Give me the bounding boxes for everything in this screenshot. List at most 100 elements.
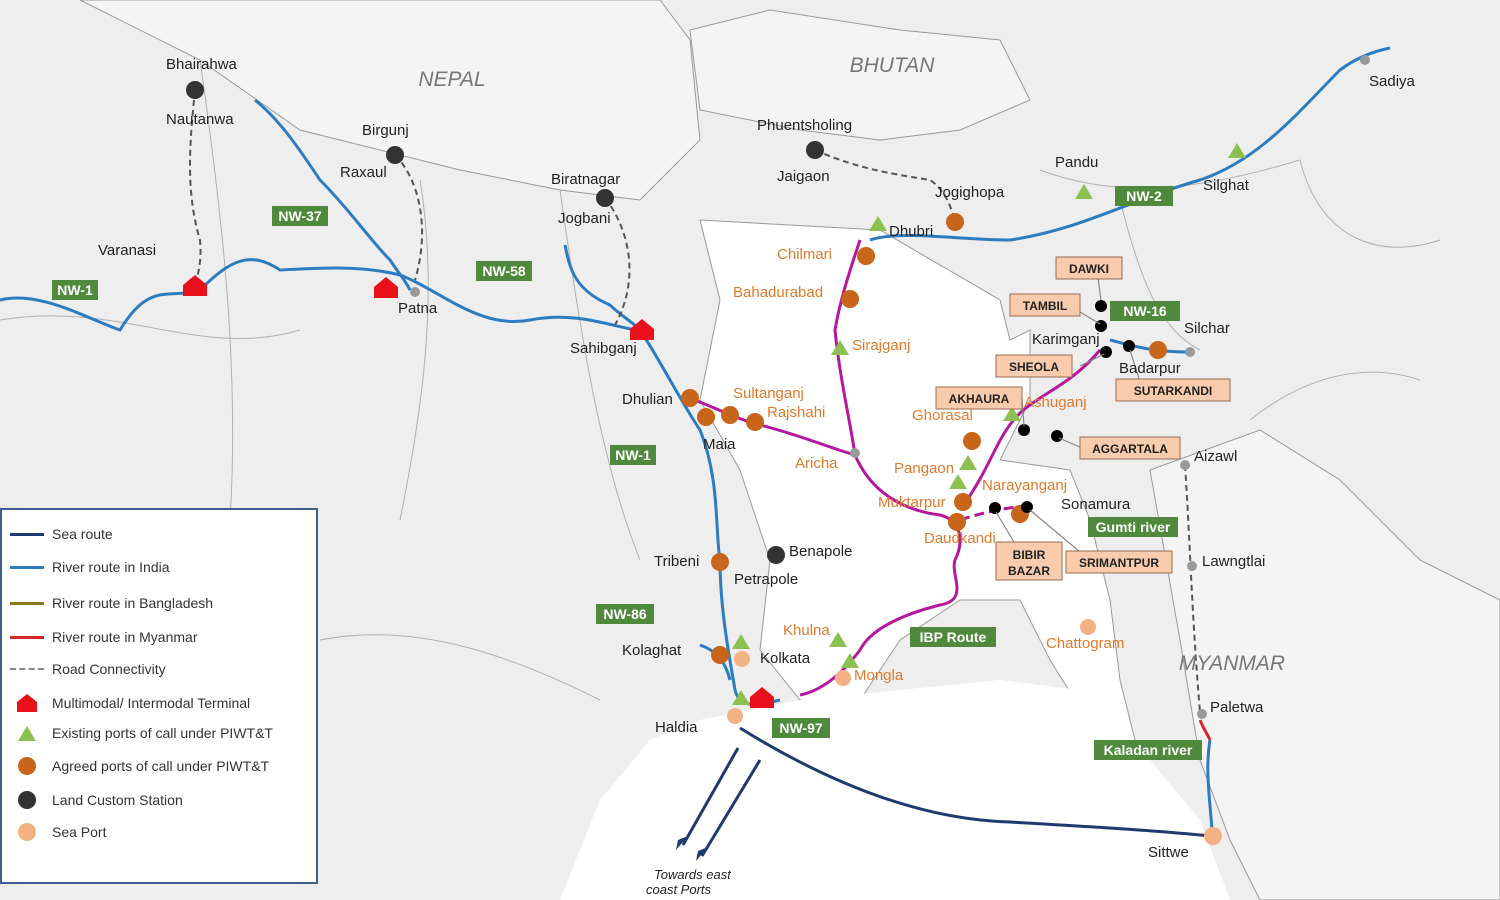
road-aizawl-paletwa <box>1184 464 1201 713</box>
nw-label-text: NW-37 <box>278 208 321 224</box>
legend-label: Land Custom Station <box>52 792 183 808</box>
terminal-icon <box>630 319 654 340</box>
place-label: Jogighopa <box>935 184 1005 201</box>
border-point-icon <box>1051 430 1063 442</box>
border-point-icon <box>1095 300 1107 312</box>
place-label: Muktarpur <box>878 494 946 511</box>
place-label: Patna <box>398 300 438 317</box>
routes-layer <box>0 46 1391 861</box>
callout-label-line-1: BIBIR <box>1013 548 1046 562</box>
place-label: Benapole <box>789 543 852 560</box>
bhutan-region <box>689 9 1031 141</box>
road-biratnagar-sahibganj <box>604 197 631 326</box>
nw-label-text: Gumti river <box>1096 519 1171 535</box>
place-label: Sahibganj <box>570 340 637 357</box>
place-label: Karimganj <box>1032 331 1100 348</box>
existing-port-icon <box>732 634 750 649</box>
legend-item-terminal: Multimodal/ Intermodal Terminal <box>2 691 250 715</box>
legend-label: River route in Myanmar <box>52 629 198 645</box>
place-label: Raxaul <box>340 164 387 181</box>
callout-label: SUTARKANDI <box>1134 384 1212 398</box>
land-custom-station-icon <box>767 546 785 564</box>
agreed-port-icon <box>841 290 859 308</box>
callout-sheola: SHEOLA <box>995 354 1073 378</box>
place-label: Dhulian <box>622 391 673 408</box>
place-label: Narayanganj <box>982 477 1067 494</box>
existing-port-icon <box>732 690 750 705</box>
legend-item-sea-route: Sea route <box>2 522 113 546</box>
callout-leader <box>1058 437 1083 449</box>
kaladan-river-path <box>1206 739 1214 831</box>
place-label: Chilmari <box>777 246 832 263</box>
sea-port-icon <box>1204 827 1222 845</box>
place-label: Silghat <box>1203 177 1250 194</box>
legend-label: River route in Bangladesh <box>52 595 214 611</box>
country-label-bhutan: BHUTAN <box>850 54 936 77</box>
place-label: Sadiya <box>1369 73 1416 90</box>
junction-point-icon <box>850 448 860 458</box>
east-coast-arrow-1 <box>681 747 740 846</box>
border-point-icon <box>1100 346 1112 358</box>
place-label: Kolkata <box>760 650 811 667</box>
sea-port-icon <box>1080 619 1096 635</box>
legend-label: Agreed ports of call under PIWT&T <box>52 758 270 774</box>
road-swatch <box>2 668 52 670</box>
place-label: Sultanganj <box>733 385 804 402</box>
place-label: Jogbani <box>558 210 611 227</box>
callout-label: SHEOLA <box>1009 360 1059 374</box>
place-label: Bhairahwa <box>166 56 238 73</box>
land-custom-station-icon <box>2 791 52 809</box>
sea-port-icon <box>734 651 750 667</box>
country-labels: NEPAL BHUTAN MYANMAR <box>418 54 1285 675</box>
legend-label: Multimodal/ Intermodal Terminal <box>52 695 251 711</box>
callouts-layer: DAWKI TAMBIL SHEOLA SUTARKANDI AKHAURA A… <box>935 256 1231 581</box>
nw-label: NW-58 <box>476 261 532 281</box>
callout-label: DAWKI <box>1069 262 1109 276</box>
place-label: Ashuganj <box>1024 394 1087 411</box>
existing-port-icon <box>1075 184 1093 199</box>
nw-label: NW-37 <box>272 206 328 226</box>
callout-akhaura: AKHAURA <box>935 386 1023 410</box>
east-coast-arrow-2 <box>700 759 762 857</box>
east-coast-annotation: Towards east coast Ports <box>646 867 732 897</box>
border-point-icon <box>1018 424 1030 436</box>
road-bhairahwa-varanasi <box>189 89 202 286</box>
bay-of-bengal <box>560 680 1230 900</box>
callout-label-line-2: BAZAR <box>1008 564 1050 578</box>
place-label: Varanasi <box>98 242 156 259</box>
nw-label: NW-1 <box>52 280 98 300</box>
land-custom-station-icon <box>806 141 824 159</box>
annotation-line-1: Towards east <box>654 867 732 882</box>
agreed-port-icon <box>857 247 875 265</box>
place-label: Kolaghat <box>622 642 682 659</box>
nw-label-text: IBP Route <box>920 629 987 645</box>
callout-aggartala: AGGARTALA <box>1079 436 1181 460</box>
callout-label: AGGARTALA <box>1092 442 1168 456</box>
legend-item-sea-port: Sea Port <box>2 820 106 844</box>
sea-route-path <box>739 726 1211 838</box>
agreed-port-icon <box>963 432 981 450</box>
place-label: Pangaon <box>894 460 954 477</box>
place-label: Badarpur <box>1119 360 1181 377</box>
country-label-myanmar: MYANMAR <box>1179 652 1285 675</box>
legend-item-land-customs: Land Custom Station <box>2 788 183 812</box>
place-label: Ghorasal <box>912 407 973 424</box>
place-label: Sittwe <box>1148 844 1189 861</box>
place-label: Lawngtlai <box>1202 553 1265 570</box>
existing-port-icon <box>1003 406 1021 421</box>
callout-leader <box>1079 311 1101 325</box>
existing-port-icon <box>959 455 977 470</box>
myanmar-region <box>1149 429 1500 900</box>
place-label: Maia <box>703 436 736 453</box>
existing-port-icon <box>1228 143 1246 158</box>
place-labels-dark: Bhairahwa Nautanwa Birgunj Raxaul Varana… <box>98 56 1416 861</box>
road-phuentsholing-jogighopa <box>814 149 956 221</box>
place-label: Khulna <box>783 622 830 639</box>
legend-label: Sea Port <box>52 824 107 840</box>
legend-label: Road Connectivity <box>52 661 166 677</box>
sea-port-icon <box>727 708 743 724</box>
agreed-port-icon <box>711 553 729 571</box>
annotation-line-2: coast Ports <box>646 882 712 897</box>
nw-label-text: NW-86 <box>603 606 646 622</box>
